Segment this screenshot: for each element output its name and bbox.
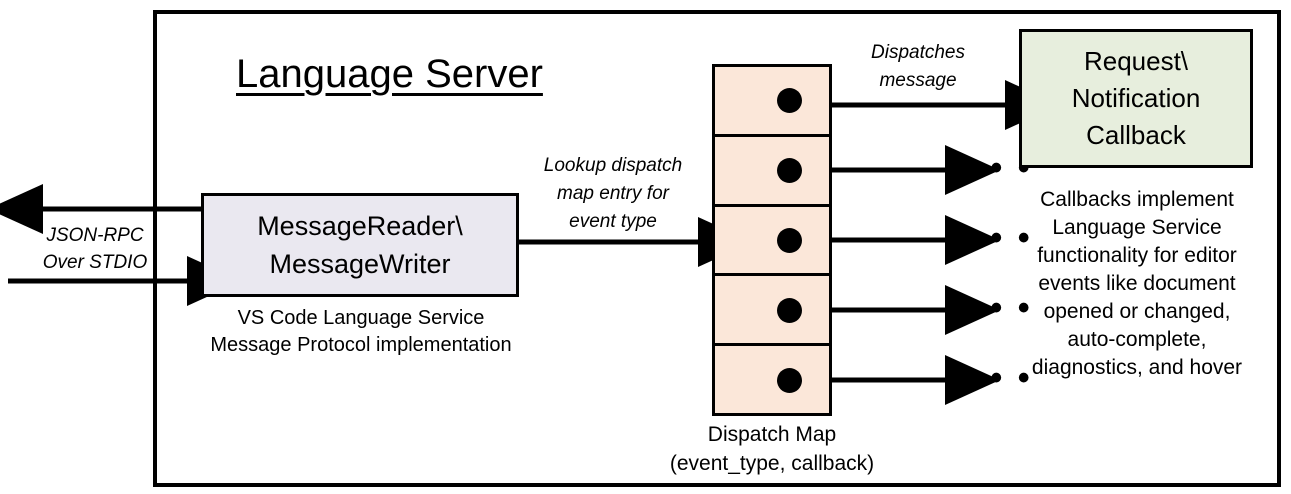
- message-reader-writer-caption: VS Code Language Service Message Protoco…: [185, 305, 537, 359]
- callback-pointer-dot-icon: [777, 158, 802, 184]
- dispatch-map-row[interactable]: [715, 276, 829, 347]
- jsonrpc-edge-label: JSON-RPC Over STDIO: [20, 222, 170, 276]
- callback-caption: Callbacks implement Language Service fun…: [1010, 186, 1264, 382]
- message-io-line-1: MessageReader\: [257, 211, 463, 241]
- dispatch-map-row[interactable]: [715, 346, 829, 413]
- message-reader-writer-node[interactable]: MessageReader\ MessageWriter: [201, 193, 519, 297]
- language-server-container: [153, 10, 1281, 487]
- message-io-caption-line-2: Message Protocol implementation: [210, 334, 512, 356]
- lookup-label-line-2: map entry for: [557, 183, 669, 204]
- callback-caption-line-3: functionality for editor: [1037, 244, 1237, 267]
- dispatch-map-row[interactable]: [715, 207, 829, 277]
- dispatches-message-edge-label: Dispatches message: [838, 39, 998, 95]
- dispatch-map-table[interactable]: [712, 64, 832, 416]
- callback-pointer-dot-icon: [777, 297, 802, 323]
- request-notification-callback-node[interactable]: Request\ Notification Callback: [1019, 29, 1253, 168]
- callback-caption-line-4: events like document: [1038, 272, 1236, 295]
- callback-pointer-dot-icon: [777, 88, 802, 114]
- dispatches-label-line-2: message: [879, 70, 957, 91]
- dispatches-label-line-1: Dispatches: [871, 42, 965, 63]
- callback-caption-line-6: auto-complete,: [1067, 328, 1207, 351]
- message-io-caption-line-1: VS Code Language Service: [237, 307, 485, 329]
- message-io-line-2: MessageWriter: [269, 249, 451, 279]
- callback-pointer-dot-icon: [777, 367, 802, 393]
- jsonrpc-label-line-2: Over STDIO: [42, 252, 148, 273]
- callback-caption-line-1: Callbacks implement: [1040, 188, 1234, 211]
- callback-line-2: Notification: [1071, 83, 1201, 113]
- page-title: Language Server: [236, 52, 543, 96]
- jsonrpc-label-line-1: JSON-RPC: [46, 225, 144, 246]
- callback-line-1: Request\: [1083, 46, 1189, 76]
- dispatch-map-caption: Dispatch Map (event_type, callback): [640, 420, 904, 478]
- callback-caption-line-7: diagnostics, and hover: [1031, 356, 1243, 379]
- dispatch-map-row[interactable]: [715, 137, 829, 207]
- callback-pointer-dot-icon: [777, 227, 802, 253]
- callback-caption-line-5: opened or changed,: [1043, 300, 1231, 323]
- callback-caption-line-2: Language Service: [1052, 216, 1222, 239]
- lookup-label-line-3: event type: [569, 211, 657, 232]
- lookup-dispatch-edge-label: Lookup dispatch map entry for event type: [520, 152, 706, 236]
- dispatch-map-caption-line-2: (event_type, callback): [669, 452, 875, 475]
- dispatch-map-caption-line-1: Dispatch Map: [707, 423, 837, 446]
- lookup-label-line-1: Lookup dispatch: [543, 155, 683, 176]
- callback-line-3: Callback: [1086, 120, 1186, 150]
- dispatch-map-row[interactable]: [715, 67, 829, 137]
